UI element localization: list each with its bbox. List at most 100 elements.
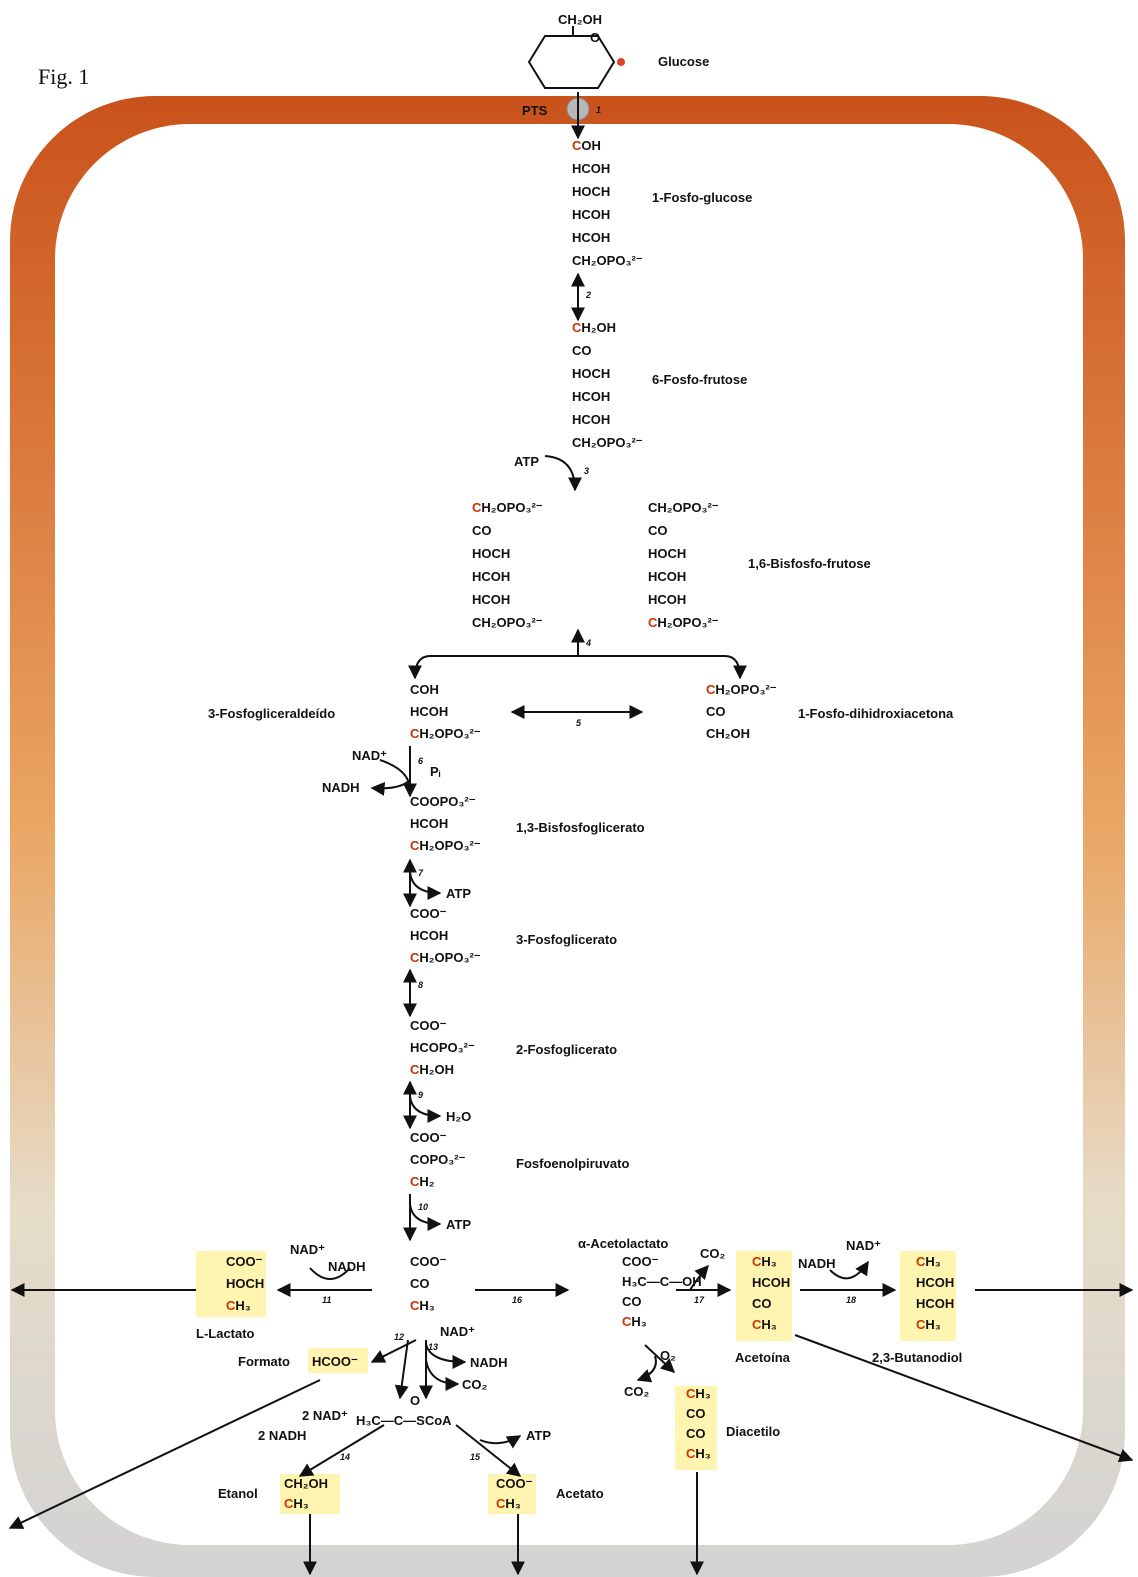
- structure-line: CH₂OPO₃²⁻: [572, 253, 643, 268]
- structure-line: COO⁻: [410, 1018, 447, 1033]
- structure-line: HCOH: [572, 230, 610, 245]
- step-number: 11: [322, 1295, 331, 1305]
- step-numbers: 2 3 4 5 6 7 8 9 10 11 12 13 14 15 16 17 …: [322, 290, 856, 1462]
- structure-line: CH₂OPO₃²⁻: [472, 500, 543, 515]
- structure-line: HCOH: [572, 207, 610, 222]
- glucose-ring-oxygen: O: [590, 30, 600, 45]
- structure-line: HCOH: [648, 592, 686, 607]
- structure-line: CH₂: [410, 1174, 435, 1189]
- step-number: 1: [596, 105, 601, 115]
- metabolite-name: Fosfoenolpiruvato: [516, 1156, 629, 1171]
- step-number: 9: [418, 1090, 423, 1100]
- structure-line: HCOH: [752, 1275, 790, 1290]
- nadh-label: 2 NADH: [258, 1428, 306, 1443]
- nad-label: NAD⁺: [352, 748, 387, 763]
- figure-label: Fig. 1: [38, 64, 90, 89]
- structure-line: CO: [622, 1294, 642, 1309]
- structure-line: CH₃: [916, 1254, 941, 1269]
- structure-line: CH₃: [226, 1298, 251, 1313]
- nadh-label: NADH: [328, 1259, 366, 1274]
- structure-line: CH₂OH: [410, 1062, 454, 1077]
- structure-line: HCOH: [472, 592, 510, 607]
- nad-label: NAD⁺: [290, 1242, 325, 1257]
- structure-line: COH: [572, 138, 601, 153]
- structure-line: HCOH: [410, 816, 448, 831]
- acetyl-coa-oxygen: O: [410, 1393, 420, 1408]
- structure-line: HOCH: [472, 546, 510, 561]
- glucose-substituent: CH₂OH: [558, 12, 602, 27]
- step-number: 12: [394, 1332, 404, 1342]
- structure-line: CH₂OPO₃²⁻: [648, 500, 719, 515]
- pi-label: Pᵢ: [430, 764, 441, 779]
- structure-line: CH₃: [686, 1386, 711, 1401]
- metabolite-name: Acetato: [556, 1486, 604, 1501]
- structure-line: CO: [410, 1276, 430, 1291]
- metabolite-name: Diacetilo: [726, 1424, 780, 1439]
- structure-line: CH₂OPO₃²⁻: [648, 615, 719, 630]
- metabolite-name: 1,3-Bisfosfoglicerato: [516, 820, 645, 835]
- acetyl-coa-formula: H₃C—C—SCoA: [356, 1413, 452, 1428]
- structure-line: CO: [472, 523, 492, 538]
- structure-line: COPO₃²⁻: [410, 1152, 466, 1167]
- structure-line: COO⁻: [410, 1130, 447, 1145]
- phosphate-dot: [617, 58, 625, 66]
- step-number: 4: [585, 638, 591, 648]
- step-number: 3: [584, 466, 589, 476]
- metabolite-name: Etanol: [218, 1486, 258, 1501]
- step-number: 6: [418, 756, 424, 766]
- co2-label: CO₂: [700, 1246, 726, 1261]
- nadh-label: NADH: [322, 780, 360, 795]
- step-number: 5: [576, 718, 582, 728]
- structure-line: COO⁻: [496, 1476, 533, 1491]
- structure-line: HCOH: [410, 704, 448, 719]
- structure-line: CH₂OPO₃²⁻: [410, 726, 481, 741]
- metabolite-name: 1,6-Bisfosfo-frutose: [748, 556, 871, 571]
- co2-label: CO₂: [624, 1384, 650, 1399]
- structure-line: HCOH: [472, 569, 510, 584]
- structure-line: CH₃: [496, 1496, 521, 1511]
- structure-line: CH₃: [410, 1298, 435, 1313]
- atp-label: ATP: [514, 454, 539, 469]
- atp-label: ATP: [446, 1217, 471, 1232]
- metabolite-name: Acetoína: [735, 1350, 791, 1365]
- step-number: 17: [694, 1295, 705, 1305]
- structure-line: CH₃: [752, 1254, 777, 1269]
- structure-line: HOCH: [572, 366, 610, 381]
- structure-line: CH₂OPO₃²⁻: [410, 950, 481, 965]
- structure-line: H₃C—C—OH: [622, 1274, 702, 1289]
- formate-formula: HCOO⁻: [312, 1354, 358, 1369]
- nad-label: NAD⁺: [440, 1324, 475, 1339]
- structure-line: HCOH: [916, 1296, 954, 1311]
- structure-line: HCOH: [410, 928, 448, 943]
- structure-line: CH₃: [752, 1317, 777, 1332]
- reaction-arrows: [8, 92, 1134, 1576]
- structure-line: HOCH: [648, 546, 686, 561]
- step-number: 18: [846, 1295, 856, 1305]
- structure-line: CH₂OH: [284, 1476, 328, 1491]
- step-number: 15: [470, 1452, 481, 1462]
- step-number: 14: [340, 1452, 350, 1462]
- structure-line: CO: [752, 1296, 772, 1311]
- pts-label: PTS: [522, 103, 548, 118]
- structure-line: COOPO₃²⁻: [410, 794, 476, 809]
- nadh-label: NADH: [798, 1256, 836, 1271]
- structure-line: HOCH: [226, 1276, 264, 1291]
- metabolite-name: 2-Fosfoglicerato: [516, 1042, 617, 1057]
- structure-line: HCOH: [572, 161, 610, 176]
- nadh-label: NADH: [470, 1355, 508, 1370]
- step-number: 10: [418, 1202, 428, 1212]
- structure-line: HCOPO₃²⁻: [410, 1040, 475, 1055]
- nad-label: NAD⁺: [846, 1238, 881, 1253]
- metabolite-name: 3-Fosfoglicerato: [516, 932, 617, 947]
- structure-line: COH: [410, 682, 439, 697]
- structure-line: COO⁻: [226, 1254, 263, 1269]
- structure-line: CH₃: [284, 1496, 309, 1511]
- metabolite-name: 2,3-Butanodiol: [872, 1350, 962, 1365]
- metabolite-name: Formato: [238, 1354, 290, 1369]
- product-highlights: [196, 1251, 956, 1514]
- metabolite-name: 6-Fosfo-frutose: [652, 372, 747, 387]
- structure-line: CO: [648, 523, 668, 538]
- structure-line: CH₂OPO₃²⁻: [706, 682, 777, 697]
- structure-line: HCOH: [572, 412, 610, 427]
